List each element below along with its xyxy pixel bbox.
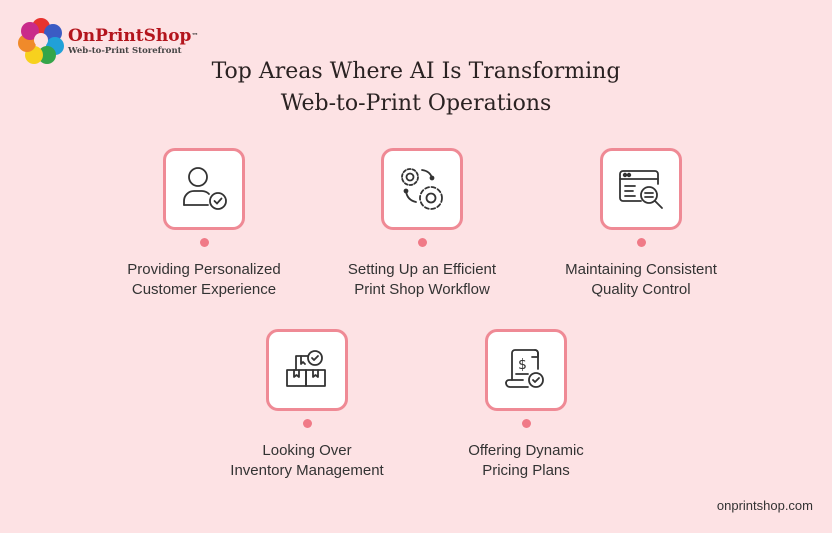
bullet-dot <box>636 238 646 247</box>
item-efficient-workflow: Setting Up an Efficient Print Shop Workf… <box>312 148 532 300</box>
item-label: Providing Personalized Customer Experien… <box>127 261 281 298</box>
item-label: Offering Dynamic Pricing Plans <box>468 442 584 479</box>
bullet-dot <box>417 238 427 247</box>
brand-name: OnPrintShop™ <box>68 25 199 46</box>
item-personalized-experience: Providing Personalized Customer Experien… <box>94 148 314 300</box>
bullet-dot <box>302 419 312 428</box>
bullet-dot <box>521 419 531 428</box>
item-inventory-management: Looking Over Inventory Management <box>197 329 417 481</box>
boxes-check-icon <box>286 350 326 387</box>
item-dynamic-pricing: $ Offering Dynamic Pricing Plans <box>416 329 636 481</box>
item-label: Maintaining Consistent Quality Control <box>565 261 717 298</box>
invoice-check-icon: $ <box>505 349 544 388</box>
user-check-icon <box>183 167 227 210</box>
svg-text:$: $ <box>518 357 527 373</box>
item-label: Looking Over Inventory Management <box>230 442 384 479</box>
flower-logo-icon <box>18 18 64 64</box>
item-label: Setting Up an Efficient Print Shop Workf… <box>347 261 497 298</box>
browser-inspect-icon <box>619 170 663 209</box>
brand-tagline: Web-to-Print Storefront <box>68 45 182 56</box>
footer-url[interactable]: onprintshop.com <box>716 498 813 513</box>
page-title: Top Areas Where AI Is Transforming Web-t… <box>211 59 621 116</box>
item-quality-control: Maintaining Consistent Quality Control <box>531 148 751 300</box>
gears-workflow-icon <box>401 168 443 210</box>
logo: OnPrintShop™ Web-to-Print Storefront <box>18 18 198 64</box>
bullet-dot <box>199 238 209 247</box>
